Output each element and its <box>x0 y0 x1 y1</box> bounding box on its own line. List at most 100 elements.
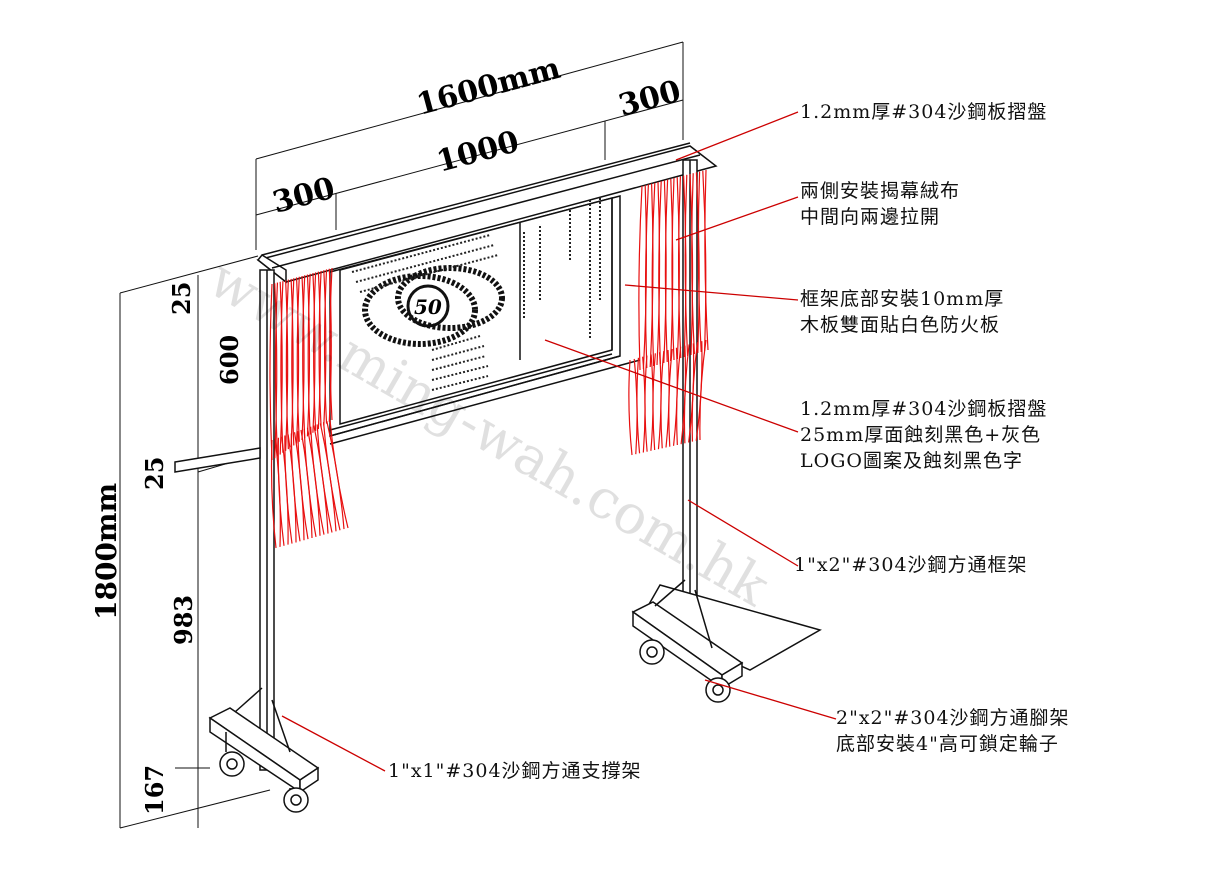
right-curtain-fold <box>644 184 649 369</box>
middle-crossbar <box>174 447 261 473</box>
right-curtain-fold <box>704 169 709 351</box>
left-curtain-drape <box>270 439 277 549</box>
left-curtain-fold <box>295 277 300 444</box>
left-curtain-drape <box>310 426 325 535</box>
top-dimensions <box>255 41 684 250</box>
curtains <box>269 169 709 549</box>
left-curtain-fold <box>285 280 289 451</box>
left-curtain-fold <box>291 278 295 446</box>
annotation-line: 底部安裝4"高可鎖定輪子 <box>836 733 1059 755</box>
annotation-line: 2"x2"#304沙鋼方通腳架 <box>836 707 1070 729</box>
left-curtain-fold <box>306 274 311 437</box>
right-curtain-drape <box>628 359 633 456</box>
annotation-line: 1.2mm厚#304沙鋼板摺盤 <box>800 101 1048 123</box>
right-curtain-fold <box>676 177 680 360</box>
right-curtain-drape <box>683 344 690 444</box>
right-curtain-fold <box>649 183 654 368</box>
dim-600: 600 <box>215 335 244 385</box>
left-curtain-fold <box>312 273 316 433</box>
left-curtain-drape <box>297 431 309 540</box>
leader-lines <box>281 111 837 772</box>
left-curtain-fold <box>290 278 294 448</box>
right-curtain-drape <box>668 348 673 447</box>
annotation-line: 1.2mm厚#304沙鋼板摺盤 <box>800 398 1048 420</box>
dim-983: 983 <box>169 595 198 645</box>
dim-300-left: 300 <box>269 171 339 221</box>
dim-25-top: 25 <box>167 282 196 315</box>
left-curtain-drape <box>322 422 341 531</box>
left-curtain-fold <box>323 269 328 424</box>
right-curtain-drape <box>636 357 641 454</box>
annotation-line: 木板雙面貼白色防火板 <box>800 314 1001 336</box>
left-curtain-fold <box>323 270 327 426</box>
left-curtain-fold <box>269 283 273 461</box>
right-curtain-fold <box>697 171 702 353</box>
left-curtain-fold <box>329 267 333 421</box>
dim-1800: 1800mm <box>90 483 123 620</box>
annotation-brace: 1"x1"#304沙鋼方通支撐架 <box>388 758 642 784</box>
right-curtain-fold <box>658 181 662 365</box>
left-curtain-fold <box>317 271 321 430</box>
right-curtain-fold <box>691 173 695 355</box>
annotation-frame: 1"x2"#304沙鋼方通框架 <box>794 552 1028 578</box>
left-base <box>208 687 320 813</box>
right-curtain-fold <box>678 176 682 359</box>
right-curtain-fold <box>663 180 667 364</box>
annotation-line: 中間向兩邊拉開 <box>800 206 941 228</box>
annotation-top-tray: 1.2mm厚#304沙鋼板摺盤 <box>800 99 1047 125</box>
dim-167: 167 <box>140 765 169 815</box>
right-curtain-fold <box>689 173 694 356</box>
left-curtain-fold <box>285 279 289 450</box>
right-curtain-fold <box>683 175 687 358</box>
left-curtain-drape <box>277 437 285 546</box>
left-curtain-fold <box>280 281 284 453</box>
annotation-line: 1"x2"#304沙鋼方通框架 <box>794 554 1028 576</box>
annotation-etched-tray: 1.2mm厚#304沙鋼板摺盤 25mm厚面蝕刻黑色+灰色 LOGO圖案及蝕刻黑… <box>800 396 1047 474</box>
dim-1600: 1600mm <box>413 51 564 123</box>
annotation-line: 框架底部安裝10mm厚 <box>800 288 1005 310</box>
left-curtain-fold <box>318 270 322 428</box>
left-curtain-drape <box>303 428 317 537</box>
left-curtain-drape <box>316 424 333 533</box>
annotation-leg: 2"x2"#304沙鋼方通腳架 底部安裝4"高可鎖定輪子 <box>836 705 1070 757</box>
dim-300-right: 300 <box>615 74 685 124</box>
right-curtain-drape <box>676 346 682 446</box>
right-curtain-fold <box>651 182 656 367</box>
right-curtain-fold <box>638 185 643 371</box>
right-curtain-drape <box>644 355 648 452</box>
left-curtain-drape <box>329 419 349 529</box>
right-curtain-fold <box>671 177 675 361</box>
right-base <box>631 579 822 703</box>
left-curtain-fold <box>296 276 300 442</box>
annotation-line: LOGO圖案及蝕刻黑色字 <box>800 450 1023 472</box>
left-curtain-drape <box>284 435 293 544</box>
annotation-line: 兩側安裝揭幕絨布 <box>800 180 961 202</box>
right-curtain-fold <box>664 179 669 363</box>
right-curtain-drape <box>699 339 707 441</box>
annotation-line: 1"x1"#304沙鋼方通支撐架 <box>388 760 642 782</box>
dim-25-mid: 25 <box>140 457 169 490</box>
top-tray <box>256 142 718 284</box>
right-curtain-fold <box>642 185 647 370</box>
annotation-board: 框架底部安裝10mm厚 木板雙面貼白色防火板 <box>800 286 1004 338</box>
right-curtain-fold <box>656 181 661 366</box>
right-curtain-fold <box>702 170 707 352</box>
left-curtain-fold <box>274 283 278 459</box>
left-curtain-fold <box>279 281 283 455</box>
right-curtain-fold <box>670 178 674 362</box>
left-curtain-fold <box>328 268 332 422</box>
left-curtain-fold <box>274 282 279 457</box>
left-curtain-fold <box>301 275 305 441</box>
panel-text-lines <box>351 198 601 391</box>
left-curtain-drape <box>290 433 301 542</box>
annotation-curtain: 兩側安裝揭幕絨布 中間向兩邊拉開 <box>800 178 960 230</box>
left-curtain-fold <box>302 275 306 439</box>
right-curtain-fold <box>695 172 700 354</box>
left-curtain-fold <box>313 272 317 431</box>
right-curtain-fold <box>684 174 689 357</box>
annotation-line: 25mm厚面蝕刻黑色+灰色 <box>800 424 1042 446</box>
right-curtain-drape <box>660 351 665 449</box>
left-leg <box>259 269 275 771</box>
